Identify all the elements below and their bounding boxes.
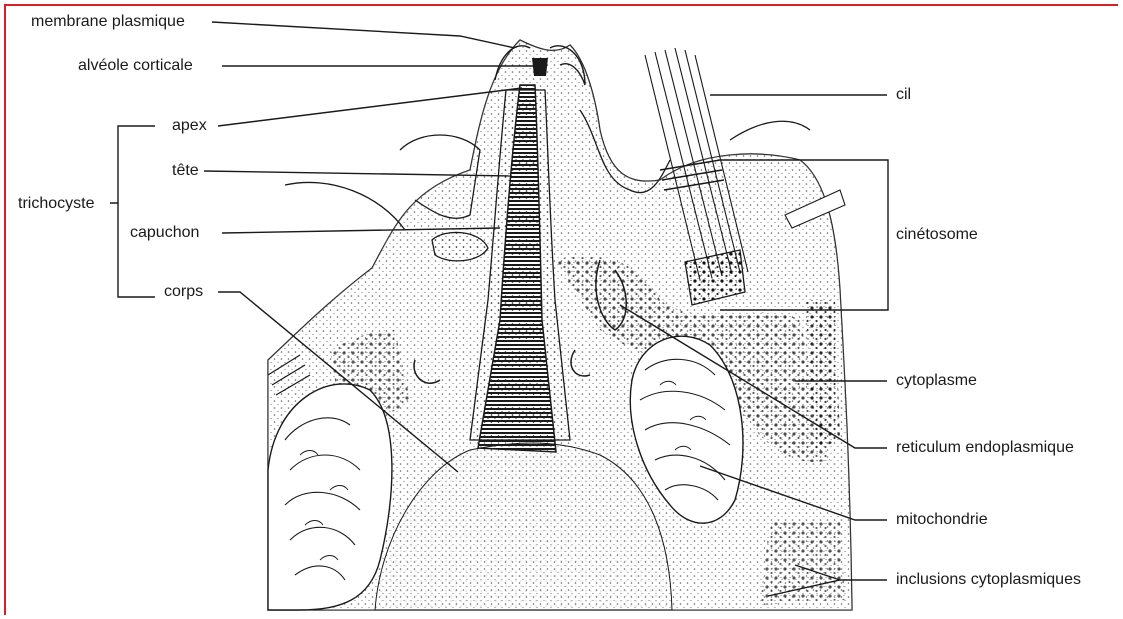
label-tete: tête [172,162,199,180]
leader-membrane [212,22,515,48]
label-trichocyste: trichocyste [18,195,94,213]
label-reticulum-endoplasmique: reticulum endoplasmique [896,439,1074,457]
trichocyst-tip [532,58,548,76]
label-cytoplasme: cytoplasme [896,372,977,390]
label-membrane-plasmique: membrane plasmique [31,13,185,31]
label-cinetosome: cinétosome [896,226,978,244]
label-apex: apex [172,117,207,135]
label-inclusions-cytoplasmiques: inclusions cytoplasmiques [896,571,1081,589]
label-corps: corps [164,283,203,301]
left-mitochondrion [268,384,392,610]
leader-apex [218,88,522,126]
label-cil: cil [896,86,911,104]
label-mitochondrie: mitochondrie [896,511,988,529]
label-capuchon: capuchon [130,224,199,242]
label-alveole-corticale: alvéole corticale [78,57,193,75]
bracket-trichocyste [110,126,155,297]
